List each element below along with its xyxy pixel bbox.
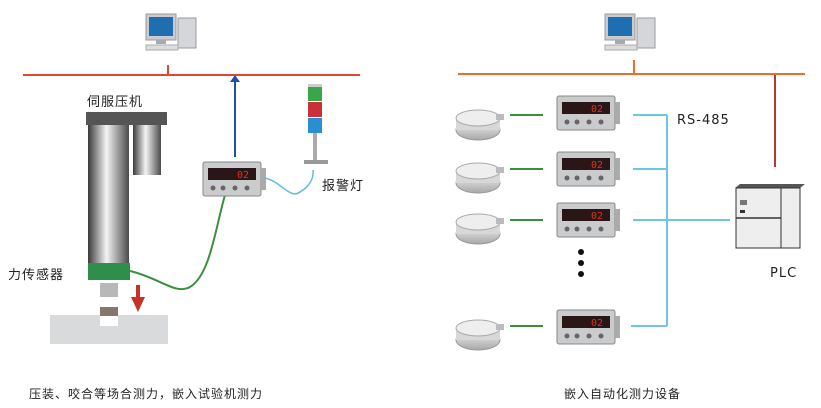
load-cell-1 xyxy=(455,109,505,141)
right-caption: 嵌入自动化测力设备 xyxy=(564,387,682,401)
indicator-display-3 xyxy=(556,202,621,238)
workpiece xyxy=(100,307,118,316)
alarm-light-icon xyxy=(304,84,328,164)
ellipsis-dots xyxy=(578,249,584,277)
force-sensor-icon xyxy=(88,263,130,280)
servo-press-icon xyxy=(86,112,167,265)
load-cell-3 xyxy=(455,213,505,245)
load-cell-2 xyxy=(455,162,505,194)
plc-icon xyxy=(735,184,805,249)
indicator-display-4 xyxy=(556,309,621,345)
servo-press-label: 伺服压机 xyxy=(87,95,144,110)
alarm-cable xyxy=(263,169,314,195)
left-caption: 压装、咬合等场合测力，嵌入试验机测力 xyxy=(29,387,264,401)
press-ram xyxy=(100,283,118,297)
left-indicator-display xyxy=(202,161,267,197)
indicator-display-1 xyxy=(556,95,621,131)
sensor-cable xyxy=(129,194,226,291)
force-sensor-label: 力传感器 xyxy=(8,268,65,283)
left-computer-icon xyxy=(145,13,197,51)
rs485-bus xyxy=(631,114,730,327)
load-cell-4 xyxy=(455,319,505,351)
cell-cables xyxy=(510,114,543,327)
rs485-label: RS-485 xyxy=(677,113,730,128)
alarm-light-label: 报警灯 xyxy=(322,179,365,194)
right-computer-icon xyxy=(604,13,656,51)
plc-label: PLC xyxy=(770,266,798,281)
signal-arrow xyxy=(230,75,240,157)
force-arrow-icon xyxy=(131,285,145,312)
indicator-display-2 xyxy=(556,151,621,187)
